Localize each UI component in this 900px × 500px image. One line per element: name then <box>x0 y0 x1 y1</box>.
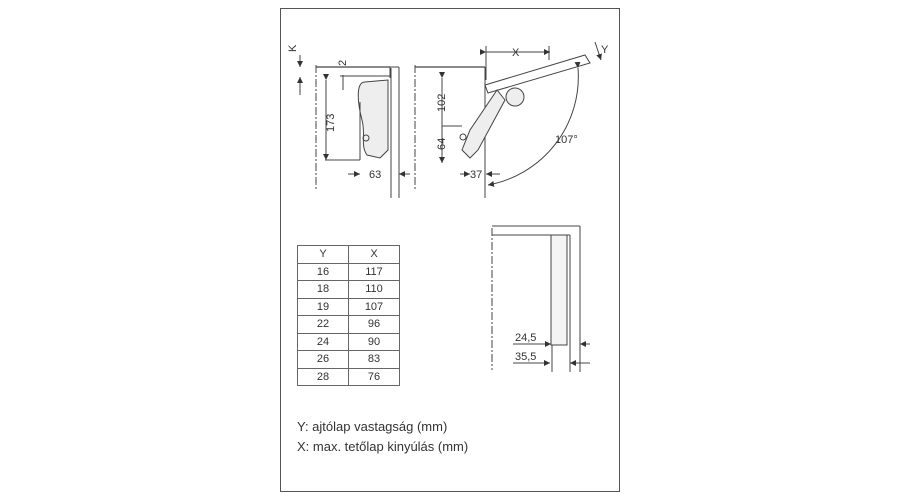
dim-64-label: 64 <box>436 138 448 150</box>
table-header-y: Y <box>297 245 349 264</box>
cell-y: 26 <box>297 350 349 369</box>
cell-y: 28 <box>297 367 349 386</box>
cell-x: 90 <box>348 332 400 351</box>
dim-63-label: 63 <box>369 169 381 181</box>
cell-x: 83 <box>348 350 400 369</box>
cell-y: 22 <box>297 315 349 334</box>
dim-102-label: 102 <box>436 94 448 112</box>
closed-position-view <box>297 55 410 198</box>
dim-k-label: K <box>287 44 299 52</box>
dim-24-5-label: 24,5 <box>515 332 536 344</box>
cell-x: 110 <box>348 280 400 299</box>
cell-y: 18 <box>297 280 349 299</box>
dim-37-label: 37 <box>470 169 482 181</box>
cell-y: 19 <box>297 297 349 316</box>
side-mounting-view <box>491 225 590 372</box>
angle-107-label: 107° <box>555 134 578 146</box>
drawing-frame <box>280 8 620 492</box>
dim-173-label: 173 <box>325 114 337 132</box>
dim-x-label: X <box>512 47 520 59</box>
cell-x: 117 <box>348 262 400 281</box>
legend-y: Y: ajtólap vastagság (mm) <box>297 419 448 434</box>
table-header-x: X <box>348 245 400 264</box>
dim-y-label: Y <box>601 44 609 56</box>
cell-y: 16 <box>297 262 349 281</box>
cell-x: 76 <box>348 367 400 386</box>
dim-2-label: 2 <box>337 60 349 66</box>
cell-x: 96 <box>348 315 400 334</box>
legend-x: X: max. tetőlap kinyúlás (mm) <box>297 439 469 454</box>
cell-y: 24 <box>297 332 349 351</box>
open-position-view <box>414 41 602 198</box>
cell-x: 107 <box>348 297 400 316</box>
dim-35-5-label: 35,5 <box>515 351 536 363</box>
